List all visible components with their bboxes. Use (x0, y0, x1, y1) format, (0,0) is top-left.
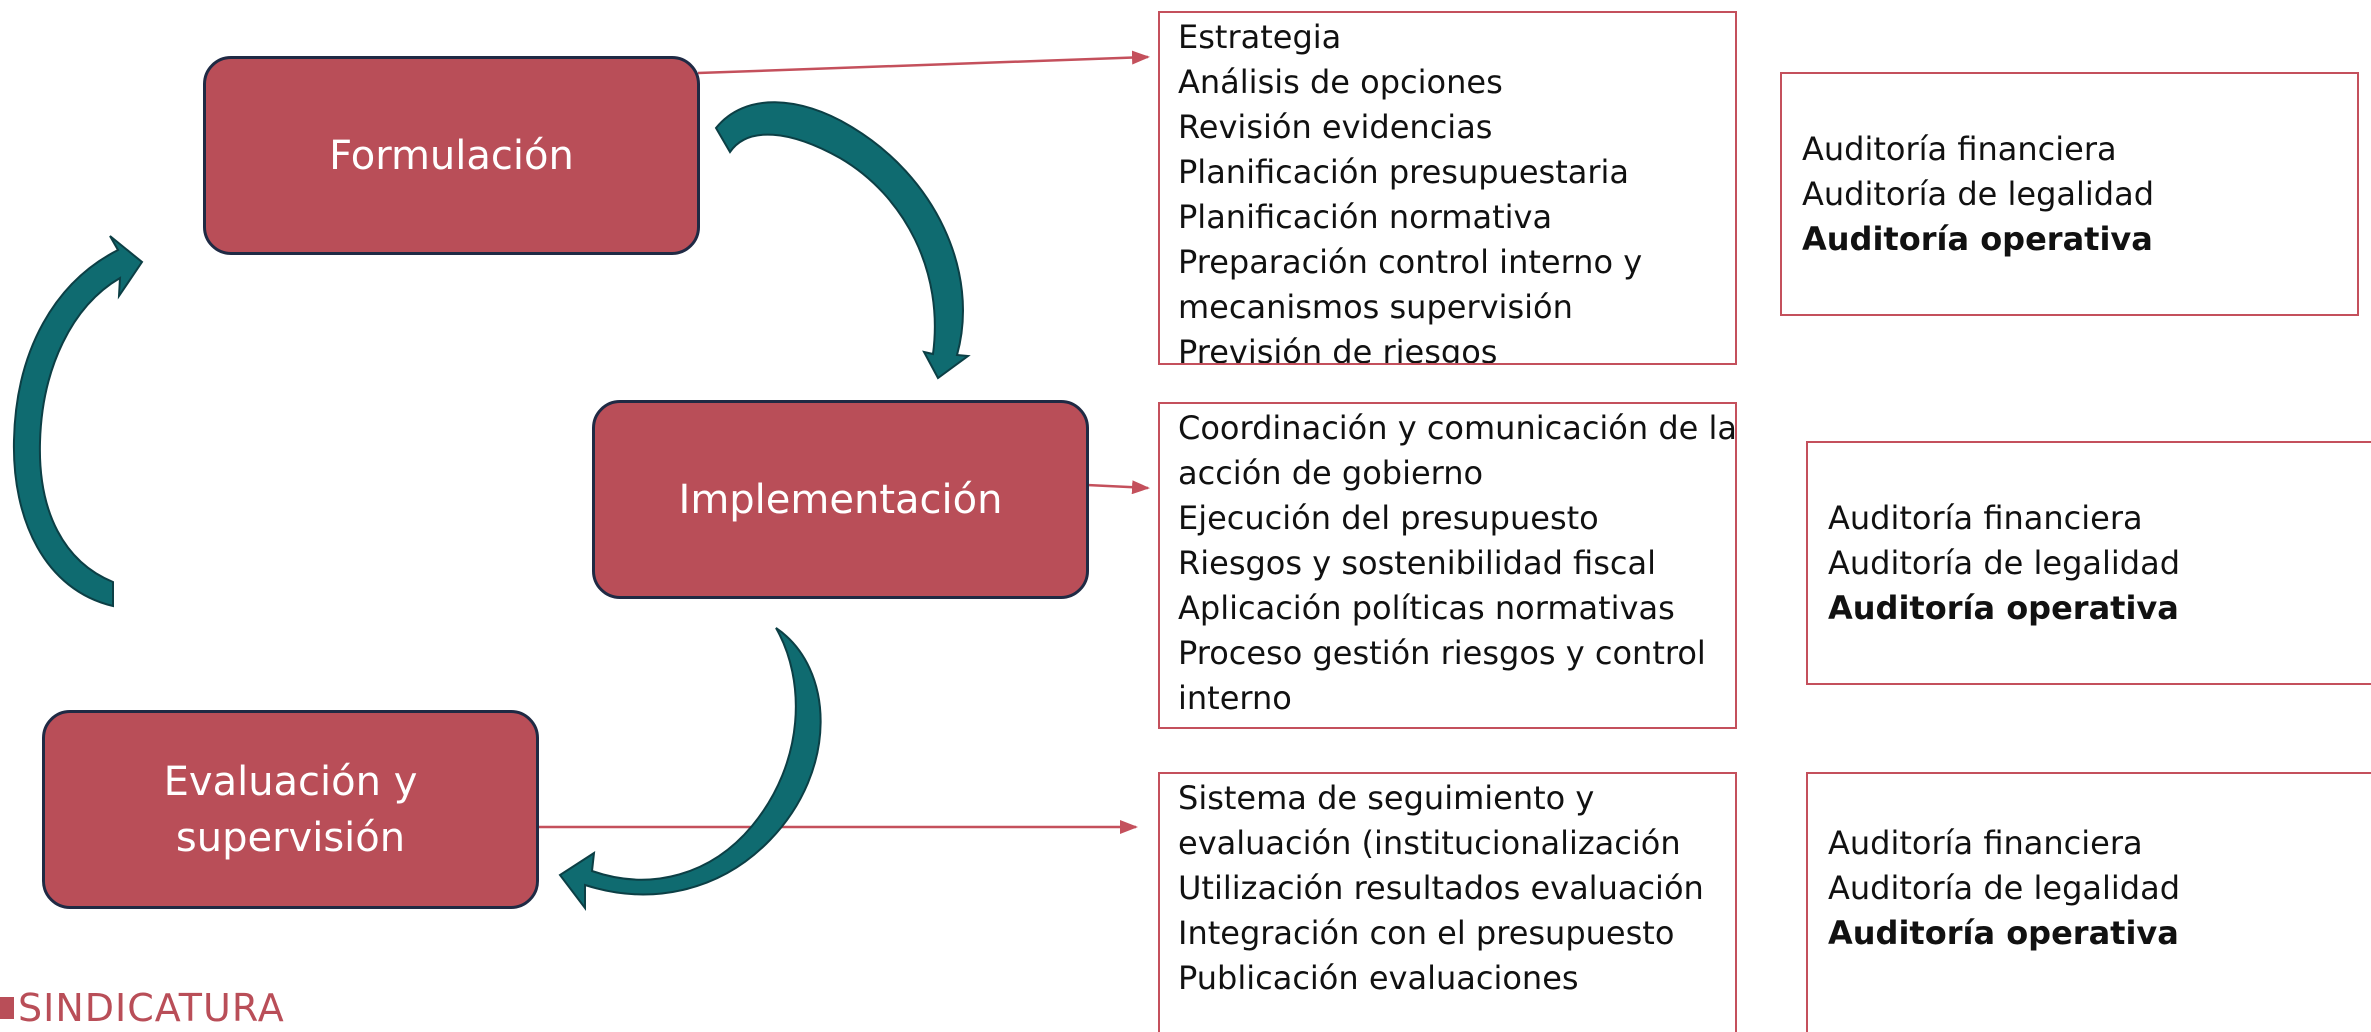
stage-implementation-label: Implementación (678, 476, 1003, 523)
implementation-activities-box: Coordinación y comunicación de la acción… (1158, 402, 1737, 729)
activity-item: Estrategia (1178, 18, 1342, 56)
cycle-arrow-evaluation-to-formulation-icon (12, 235, 144, 608)
evaluation-activities-box: Sistema de seguimiento y evaluación (ins… (1158, 772, 1737, 1032)
evaluation-audits-box: Auditoría financiera Auditoría de legali… (1806, 772, 2371, 1032)
activity-item: Previsión de riesgos (1178, 333, 1498, 365)
activity-item: Planificación normativa (1178, 198, 1553, 236)
audit-item: Auditoría financiera (1802, 129, 2117, 168)
stage-formulation-label: Formulación (329, 132, 574, 179)
activity-item: Sistema de seguimiento y (1178, 779, 1595, 817)
audit-item: Auditoría financiera (1828, 498, 2143, 537)
audit-item-operational: Auditoría operativa (1828, 588, 2179, 627)
activity-item: Ejecución del presupuesto (1178, 499, 1599, 537)
activity-item: Preparación control interno y (1178, 243, 1643, 281)
formulation-activities-box: Estrategia Análisis de opciones Revisión… (1158, 11, 1737, 365)
audit-item: Auditoría de legalidad (1802, 174, 2155, 213)
implementation-audits-box: Auditoría financiera Auditoría de legali… (1806, 441, 2371, 685)
activity-item: Aplicación políticas normativas (1178, 589, 1675, 627)
logo-mark-icon (0, 997, 14, 1019)
activity-item: Integración con el presupuesto (1178, 914, 1675, 952)
activity-item: Análisis de opciones (1178, 63, 1503, 101)
activity-item: Planificación presupuestaria (1178, 153, 1630, 191)
activity-item: Revisión evidencias (1178, 108, 1493, 146)
stage-evaluation: Evaluación y supervisión (42, 710, 539, 909)
audit-item: Auditoría financiera (1828, 823, 2143, 862)
formulation-connector-arrow (697, 50, 1150, 75)
activity-item: evaluación (institucionalización (1178, 824, 1681, 862)
activity-item: Coordinación y comunicación de la (1178, 409, 1737, 447)
audit-item-operational: Auditoría operativa (1802, 219, 2153, 258)
activity-item: Publicación evaluaciones (1178, 959, 1579, 997)
stage-implementation: Implementación (592, 400, 1089, 599)
audit-item: Auditoría de legalidad (1828, 543, 2181, 582)
activity-item: interno (1178, 679, 1292, 717)
activity-item: mecanismos supervisión (1178, 288, 1573, 326)
audit-item-operational: Auditoría operativa (1828, 913, 2179, 952)
audit-item: Auditoría de legalidad (1828, 868, 2181, 907)
activity-item: Proceso gestión riesgos y control (1178, 634, 1706, 672)
stage-formulation: Formulación (203, 56, 700, 255)
stage-evaluation-label: Evaluación y supervisión (163, 758, 418, 861)
cycle-arrow-formulation-to-implementation-icon (714, 101, 971, 380)
cycle-arrow-implementation-to-evaluation-icon (558, 627, 822, 911)
logo-text: SINDICATURA (18, 986, 285, 1030)
formulation-audits-box: Auditoría financiera Auditoría de legali… (1780, 72, 2359, 316)
implementation-connector-arrow (1086, 480, 1150, 495)
sindicatura-logo: SINDICATURA (0, 988, 285, 1028)
activity-item: Utilización resultados evaluación (1178, 869, 1704, 907)
activity-item: acción de gobierno (1178, 454, 1484, 492)
activity-item: Riesgos y sostenibilidad fiscal (1178, 544, 1656, 582)
